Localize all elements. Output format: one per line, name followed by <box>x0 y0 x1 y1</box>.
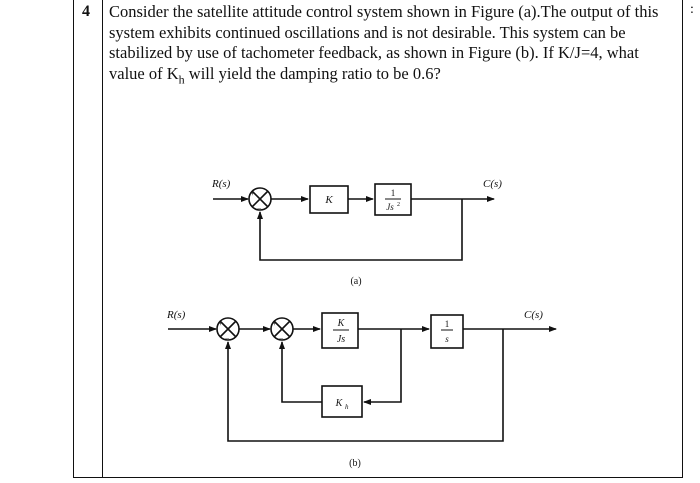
fig-a-plus-sign: + <box>250 189 255 198</box>
fig-b-outer-feedback <box>225 329 504 442</box>
fig-b-integrator-block <box>430 314 464 349</box>
fig-a-feedback-path <box>257 199 463 261</box>
question-line-2: system exhibits continued oscillations a… <box>109 22 626 42</box>
fig-b-tachometer-feedback <box>279 341 322 403</box>
fig-a-plant-exponent: 2 <box>397 202 400 208</box>
fig-b-tachometer-feed <box>363 329 402 405</box>
adjacent-cell-mark: : <box>690 2 694 17</box>
fig-b-caption: (b) <box>349 458 361 469</box>
fig-a-input-label: R(s) <box>211 178 231 190</box>
fig-a-caption: (a) <box>350 276 361 287</box>
kh-subscript: h <box>178 71 185 86</box>
question-line-1: Consider the satellite attitude control … <box>109 2 659 21</box>
table-right-border <box>682 0 683 478</box>
fig-b-integrator-denominator: s <box>445 334 449 344</box>
fig-b-input-label: R(s) <box>166 309 186 321</box>
figure-a <box>213 183 495 261</box>
fig-a-plant-denominator: Js <box>386 202 394 212</box>
fig-b-integrator-numerator: 1 <box>445 319 450 329</box>
question-text: Consider the satellite attitude control … <box>109 2 689 89</box>
table-column-divider <box>102 0 103 478</box>
fig-a-gain-block <box>309 185 349 214</box>
figure-b <box>168 312 557 442</box>
fig-b-inner-minus-sign: − <box>279 334 284 343</box>
fig-a-plant-numerator: 1 <box>391 188 396 198</box>
fig-b-output-label: C(s) <box>524 309 543 321</box>
question-line-4: value of Kh will yield the damping ratio… <box>109 63 441 86</box>
fig-a-gain-label: K <box>324 194 333 206</box>
fig-b-outer-minus-sign: − <box>225 334 230 343</box>
fig-b-tachometer-subscript: h <box>345 403 349 411</box>
fig-b-tachometer-label: K <box>335 398 344 409</box>
table-bottom-border <box>73 477 683 478</box>
question-number: 4 <box>82 3 90 20</box>
fig-b-outer-plus-sign: + <box>218 319 223 328</box>
fig-b-gain-numerator: K <box>337 318 346 329</box>
fig-b-gain-denominator: Js <box>337 334 345 345</box>
fig-b-inner-plus-sign: + <box>272 319 277 328</box>
fig-a-minus-sign: − <box>257 204 262 213</box>
fig-a-output-label: C(s) <box>483 178 502 190</box>
table-left-border <box>73 0 74 478</box>
question-line-3: stabilized by use of tachometer feedback… <box>109 43 639 62</box>
